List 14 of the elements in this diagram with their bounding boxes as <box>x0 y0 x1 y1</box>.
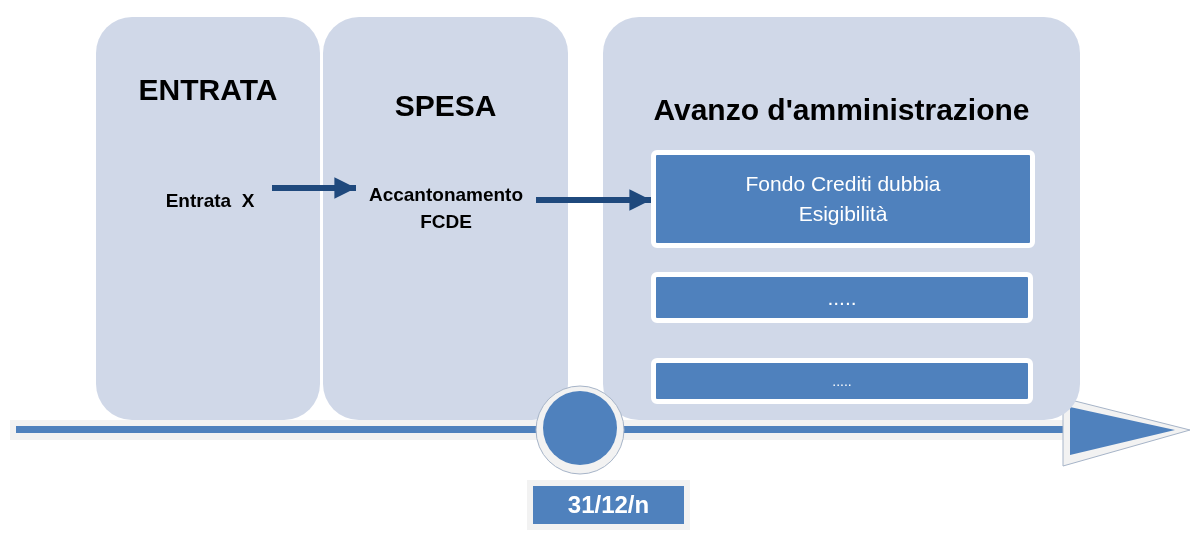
arrow <box>272 177 356 199</box>
node-text: Entrata X <box>148 186 272 214</box>
section-panel <box>603 17 1080 420</box>
section-title: ENTRATA <box>137 72 279 108</box>
fund-box: ..... <box>651 358 1033 404</box>
fund-box: Fondo Crediti dubbia Esigibilità <box>651 150 1035 248</box>
section-panel <box>96 17 320 420</box>
fund-box: ..... <box>651 272 1033 323</box>
section-panel <box>323 17 568 420</box>
date-label: 31/12/n <box>527 480 690 530</box>
node-text: Accantonamento FCDE <box>356 180 536 236</box>
section-title: Avanzo d'amministrazione <box>652 92 1031 128</box>
section-title: SPESA <box>393 88 498 124</box>
arrow <box>536 189 651 211</box>
